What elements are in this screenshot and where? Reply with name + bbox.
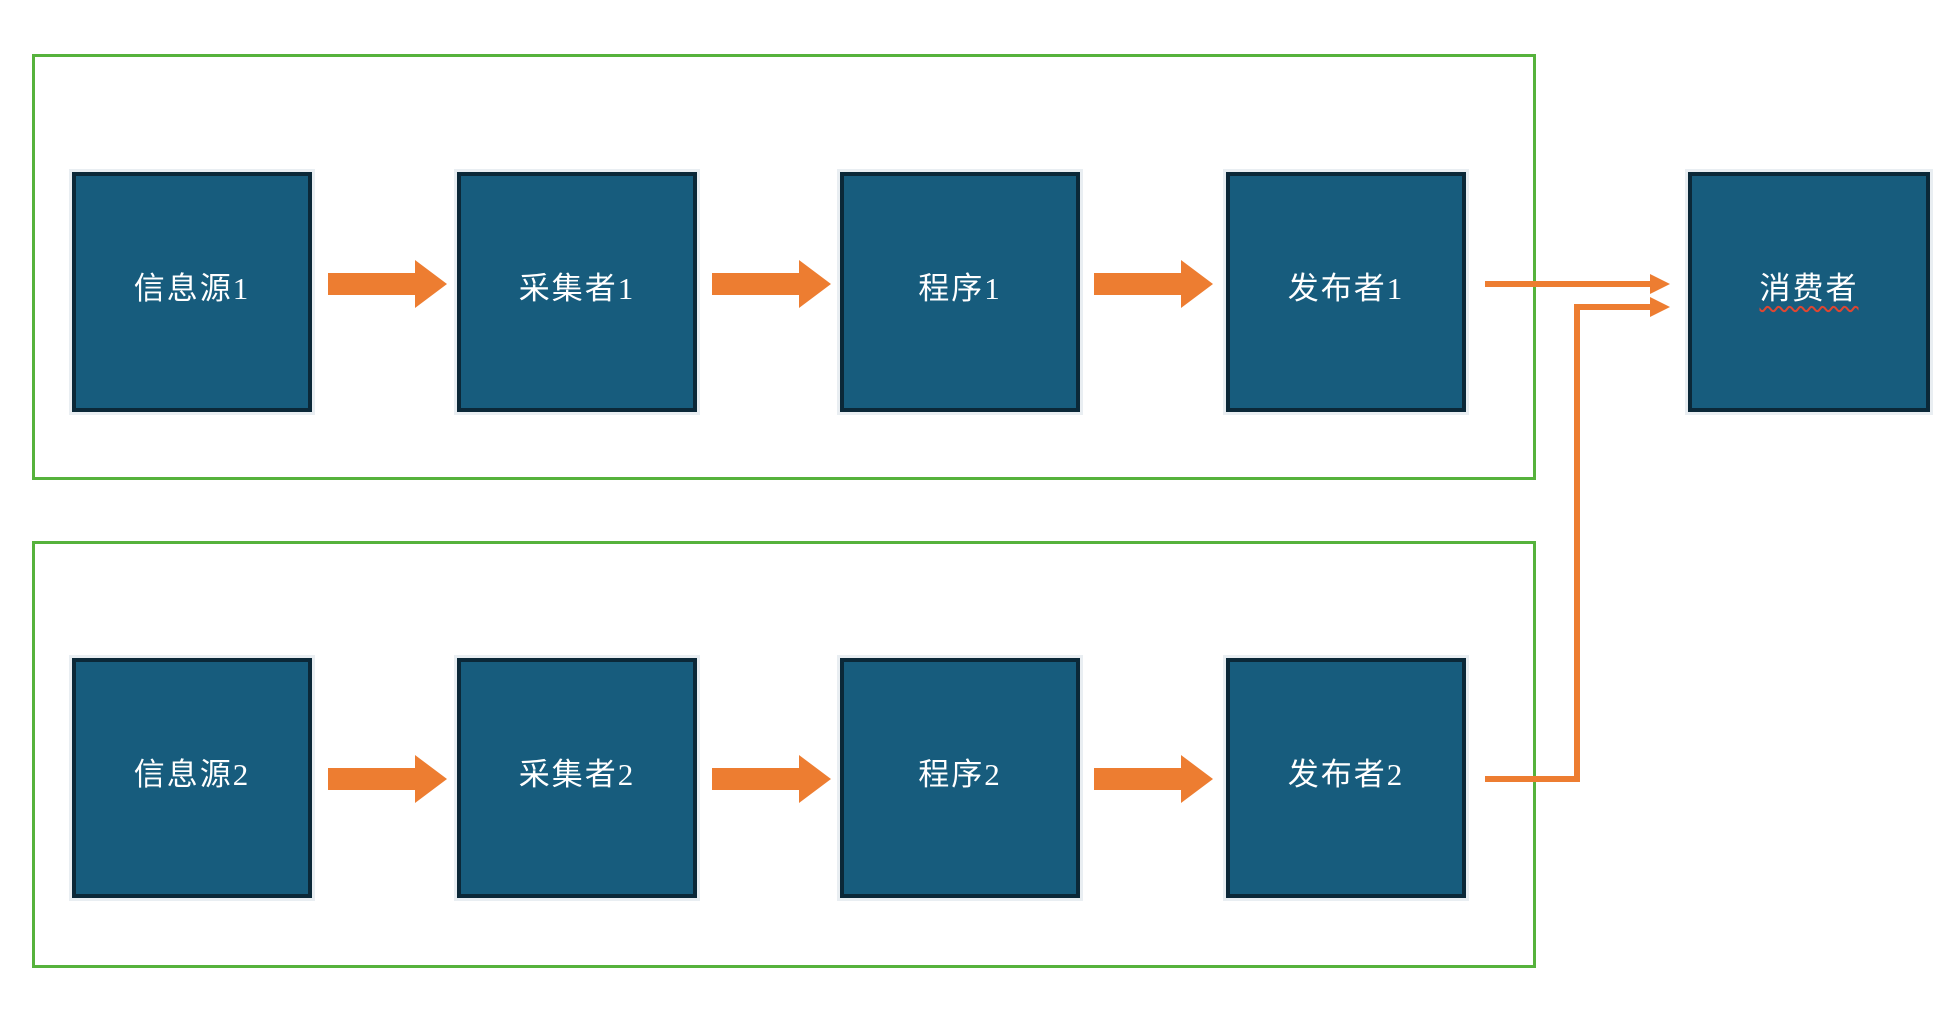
flow-arrow-icon <box>1094 260 1213 308</box>
flow-arrow-icon <box>328 755 447 803</box>
node-collector-2-label: 采集者2 <box>518 756 636 792</box>
node-collector-1-label: 采集者1 <box>518 270 636 306</box>
flow-arrow-icon <box>712 260 831 308</box>
node-source-2: 信息源2 <box>72 658 312 898</box>
node-source-2-label: 信息源2 <box>133 756 251 792</box>
node-publisher-1-label: 发布者1 <box>1287 270 1405 306</box>
flow-arrow-icon <box>1094 755 1213 803</box>
node-source-1-label: 信息源1 <box>133 270 251 306</box>
pipeline-1-boundary <box>32 54 1536 480</box>
node-publisher-2: 发布者2 <box>1226 658 1466 898</box>
node-publisher-1: 发布者1 <box>1226 172 1466 412</box>
node-program-1-label: 程序1 <box>918 270 1002 306</box>
node-collector-2: 采集者2 <box>457 658 697 898</box>
node-consumer: 消费者 <box>1688 172 1930 412</box>
node-collector-1: 采集者1 <box>457 172 697 412</box>
node-consumer-label: 消费者 <box>1759 270 1859 306</box>
node-source-1: 信息源1 <box>72 172 312 412</box>
node-publisher-2-label: 发布者2 <box>1287 756 1405 792</box>
node-program-2: 程序2 <box>840 658 1080 898</box>
node-program-2-label: 程序2 <box>918 756 1002 792</box>
flow-arrow-icon <box>328 260 447 308</box>
node-program-1: 程序1 <box>840 172 1080 412</box>
flow-arrow-icon <box>712 755 831 803</box>
